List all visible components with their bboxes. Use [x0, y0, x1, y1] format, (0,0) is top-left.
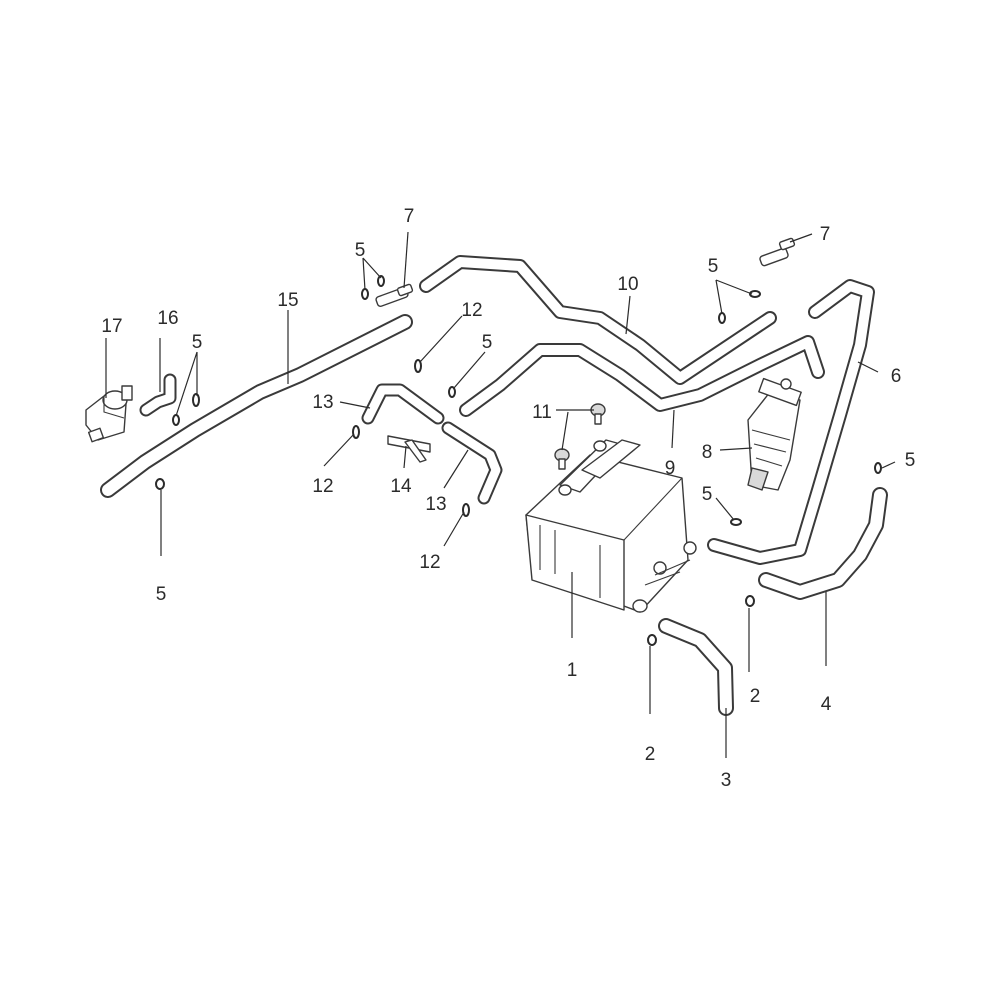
hose-9 [459, 335, 825, 417]
hose-15 [100, 314, 413, 498]
callout-7-left: 7 [404, 206, 415, 227]
callout-14: 14 [390, 476, 412, 497]
hose-4 [758, 487, 888, 600]
callout-12-bottom: 12 [419, 552, 440, 573]
callout-1: 1 [567, 660, 578, 681]
callout-10: 10 [617, 274, 638, 295]
callout-5-far-right: 5 [905, 450, 916, 471]
callout-17: 17 [101, 316, 122, 337]
callout-4: 4 [821, 694, 832, 715]
valve-8 [747, 377, 802, 491]
callout-5-bottom-left: 5 [156, 584, 167, 605]
hose-6 [707, 279, 875, 565]
callout-5-top: 5 [355, 240, 366, 261]
bolt-11 [554, 403, 606, 470]
canister-1 [525, 439, 697, 613]
callout-15: 15 [277, 290, 298, 311]
callout-9: 9 [665, 458, 676, 479]
callout-5-center: 5 [482, 332, 493, 353]
callout-12-top: 12 [461, 300, 482, 321]
callout-7-right: 7 [820, 224, 831, 245]
connector-7-right [759, 237, 796, 267]
callout-2-right: 2 [750, 686, 761, 707]
callout-13-upper: 13 [312, 392, 333, 413]
hose-13-upper [361, 383, 445, 425]
callout-8: 8 [702, 442, 713, 463]
callout-labels: 1 2 2 3 4 5 5 5 5 5 5 5 6 7 7 8 9 10 11 … [101, 206, 915, 791]
callout-3: 3 [721, 770, 732, 791]
hose-10 [419, 255, 777, 385]
connector-7-left [375, 283, 414, 308]
hose-3 [658, 618, 734, 716]
solenoid-17 [85, 385, 133, 443]
callout-16: 16 [157, 308, 178, 329]
callout-5-solenoid: 5 [192, 332, 203, 353]
callout-13-lower: 13 [425, 494, 446, 515]
callout-5-upper-right: 5 [708, 256, 719, 277]
leader-lines [105, 231, 896, 758]
callout-5-valve: 5 [702, 484, 713, 505]
hose-13-lower [441, 421, 503, 505]
callout-12-left: 12 [312, 476, 333, 497]
hose-16 [139, 373, 177, 417]
callout-6: 6 [891, 366, 902, 387]
callout-2-left: 2 [645, 744, 656, 765]
callout-11: 11 [532, 402, 552, 423]
t-fitting-14 [387, 435, 431, 463]
